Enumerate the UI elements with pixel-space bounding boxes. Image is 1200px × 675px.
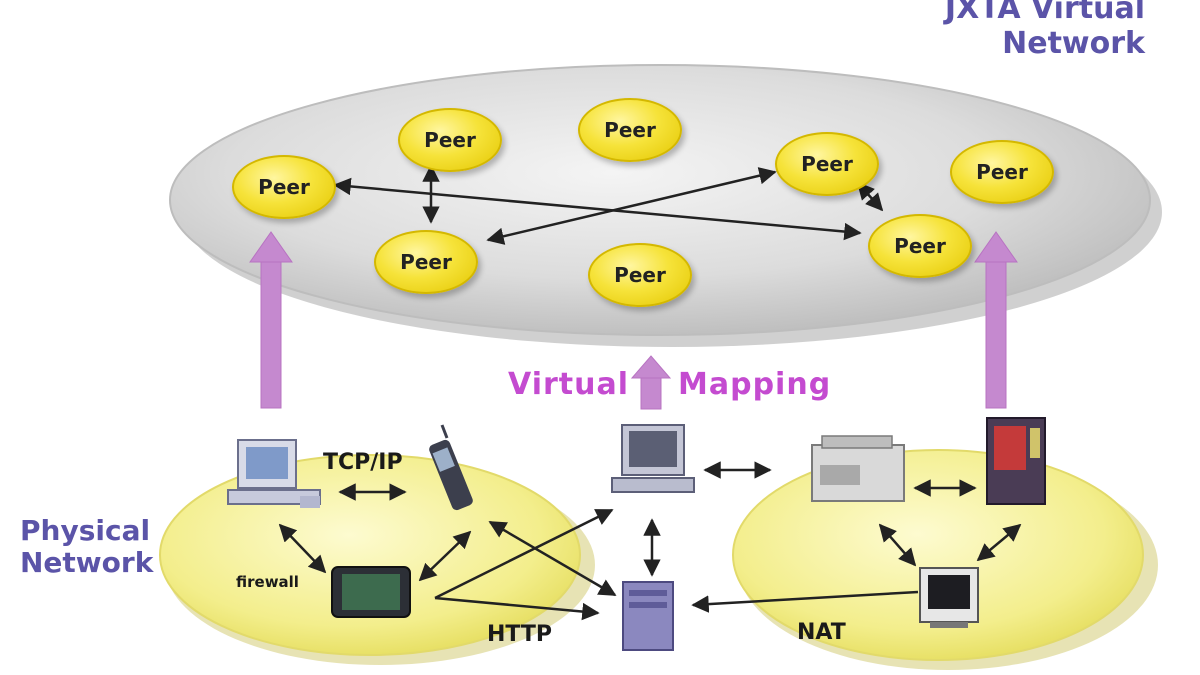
peer-node: Peer <box>950 140 1054 204</box>
tcpip-label: TCP/IP <box>323 450 403 475</box>
mapping-arrow-center <box>630 355 672 410</box>
firewall-label: firewall <box>236 573 299 591</box>
peer-node: Peer <box>868 214 972 278</box>
peer-node: Peer <box>374 230 478 294</box>
peer-node: Peer <box>775 132 879 196</box>
virtual-mapping-label-right: Mapping <box>678 367 832 402</box>
mapping-arrow-left <box>249 231 293 409</box>
nat-label: NAT <box>797 620 846 645</box>
mapping-arrow-right <box>974 231 1018 409</box>
peer-node: Peer <box>578 98 682 162</box>
virtual-network-title: JXTA Virtual Network <box>944 0 1145 61</box>
http-label: HTTP <box>487 622 553 647</box>
virtual-mapping-label-left: Virtual <box>508 367 629 402</box>
physical-network-label: Physical Network <box>20 514 154 580</box>
peer-node: Peer <box>398 108 502 172</box>
physical-network-ellipse-right <box>732 449 1144 661</box>
peer-node: Peer <box>588 243 692 307</box>
desktop-pc-icon <box>227 439 321 508</box>
tv-set-icon <box>919 567 979 628</box>
server-icon <box>622 581 674 651</box>
pda-icon <box>331 566 411 618</box>
physical-connections <box>278 461 1022 621</box>
cell-phone-icon <box>429 424 473 511</box>
peer-node: Peer <box>232 155 336 219</box>
vending-machine-icon <box>986 417 1046 505</box>
printer-copier-icon <box>811 435 905 502</box>
workstation-icon <box>611 424 695 493</box>
